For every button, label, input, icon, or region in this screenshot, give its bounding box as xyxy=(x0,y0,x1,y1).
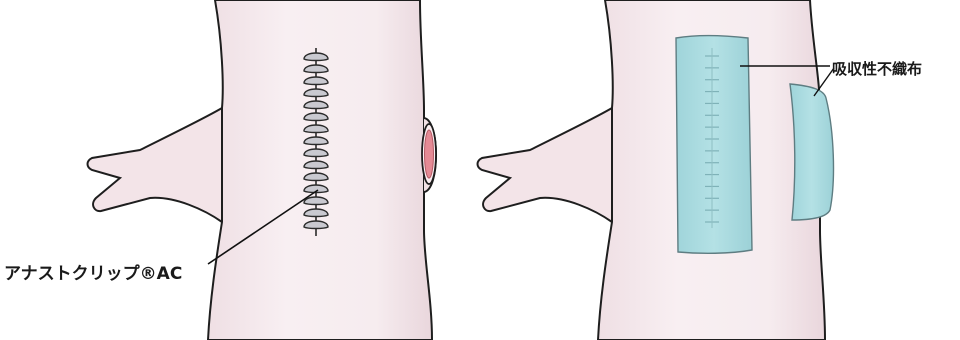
clip xyxy=(304,113,328,121)
clip xyxy=(304,161,328,169)
clip xyxy=(304,101,328,109)
right-branch-vessel xyxy=(478,108,613,222)
clip-series xyxy=(304,53,328,229)
clip xyxy=(304,137,328,145)
left-main-vessel xyxy=(208,0,432,340)
clip xyxy=(304,221,328,229)
clip xyxy=(304,173,328,181)
anastoclip-label: アナストクリップ®AC xyxy=(4,259,182,284)
clip xyxy=(304,89,328,97)
clip xyxy=(304,209,328,217)
left-branch-vessel xyxy=(88,108,223,222)
clip xyxy=(304,125,328,133)
right-side-felt-pad xyxy=(790,84,833,220)
absorbable-felt-label: 吸収性不織布 xyxy=(832,58,922,79)
clip xyxy=(304,53,328,61)
left-vessel-group xyxy=(88,0,437,340)
right-vessel-group xyxy=(478,0,835,340)
left-stump-lumen xyxy=(425,130,434,178)
clip xyxy=(304,197,328,205)
clip xyxy=(304,77,328,85)
clip xyxy=(304,65,328,73)
clip xyxy=(304,149,328,157)
